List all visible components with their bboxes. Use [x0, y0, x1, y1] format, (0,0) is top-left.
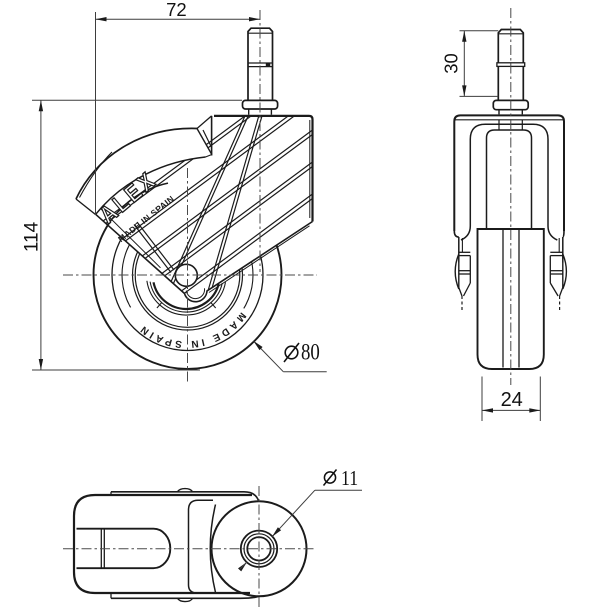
svg-text:80: 80: [301, 339, 320, 365]
svg-text:72: 72: [166, 0, 187, 20]
svg-text:114: 114: [22, 221, 43, 252]
svg-text:30: 30: [441, 53, 462, 74]
svg-text:11: 11: [341, 468, 358, 491]
svg-text:24: 24: [501, 389, 523, 411]
